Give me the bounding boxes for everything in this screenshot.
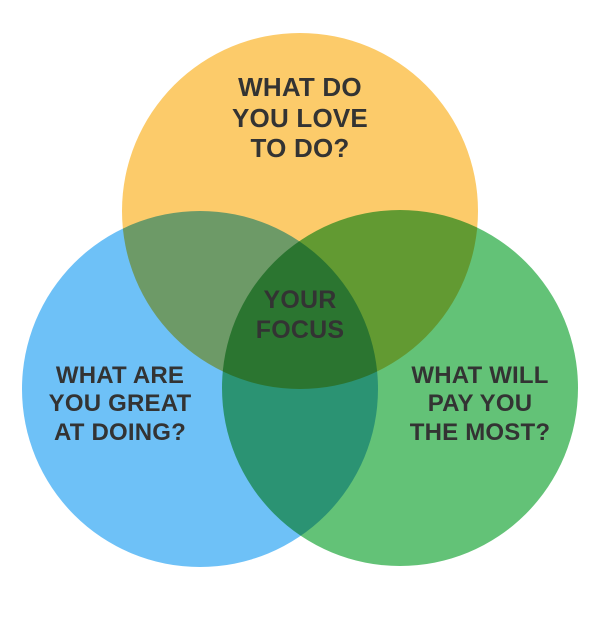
circle-pay[interactable]: [222, 210, 578, 566]
